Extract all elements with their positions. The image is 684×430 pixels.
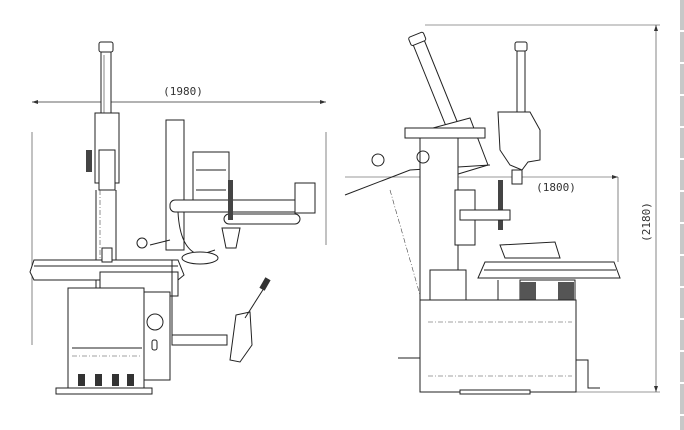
scrollbar-strip	[680, 0, 684, 430]
dimension-label-2180: (2180)	[640, 202, 653, 242]
front-view-machine: (2180) (1800)	[344, 24, 660, 395]
dimension-width: (1980)	[31, 85, 327, 345]
side-view-machine: (1980)	[29, 41, 327, 395]
foot-pedals	[78, 374, 134, 386]
dimension-label-1800: (1800)	[536, 181, 576, 194]
dimension-label-1980: (1980)	[163, 85, 203, 98]
dimension-height: (2180)	[425, 24, 660, 393]
